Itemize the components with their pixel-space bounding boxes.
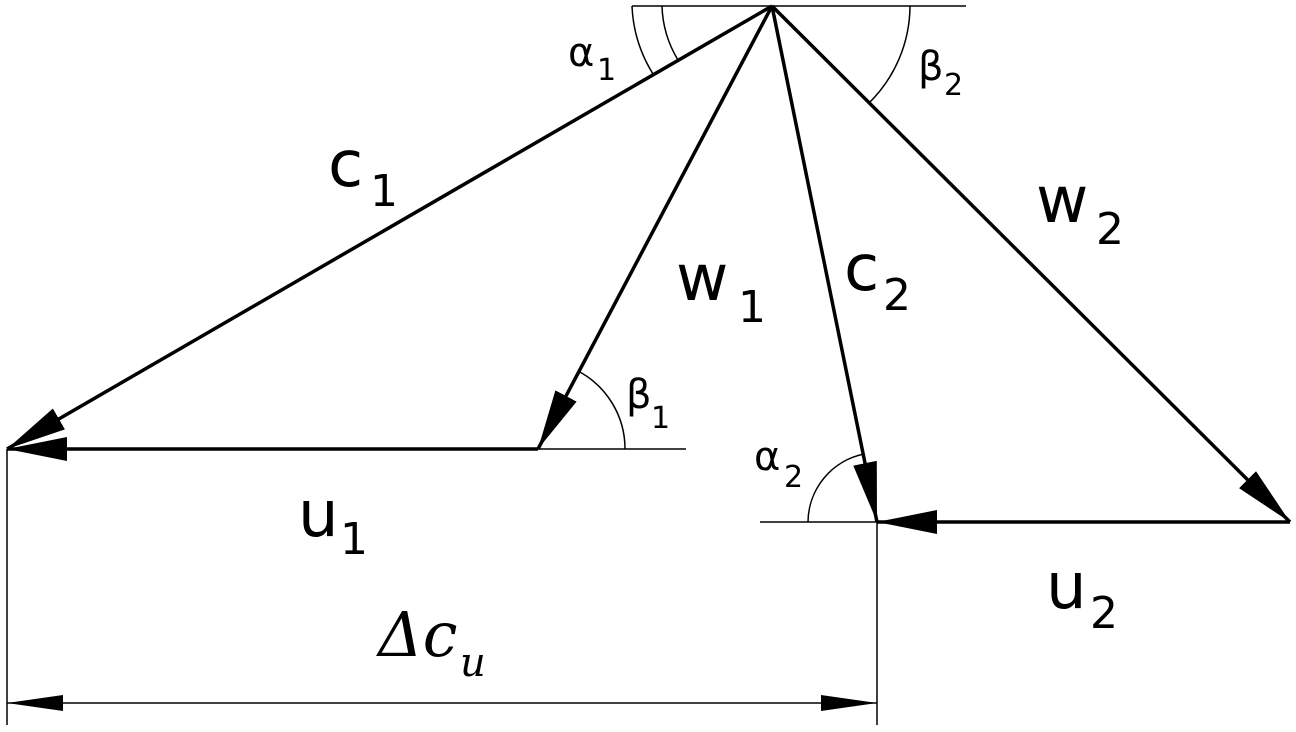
delta-cu-label: Δc u: [376, 598, 486, 686]
c1-letter: c: [328, 128, 363, 202]
c2-index: 2: [883, 270, 911, 321]
c2-vector: [770, 5, 879, 523]
beta1-arc: [577, 370, 626, 450]
c1-label: c 1: [328, 128, 398, 217]
w1-label: w 1: [676, 242, 766, 333]
c1-vector: [6, 4, 773, 451]
alpha1-arc-outer: [631, 5, 654, 75]
w1-letter: w: [676, 242, 728, 316]
c2-letter: c: [844, 232, 879, 306]
beta2-arc: [867, 5, 911, 105]
w1-index: 1: [738, 282, 766, 333]
alpha2-index: 2: [784, 460, 803, 495]
u2-index: 2: [1090, 588, 1118, 639]
w2-vector: [770, 4, 1292, 524]
alpha1-letter: α: [568, 30, 594, 76]
u1-label: u 1: [298, 478, 368, 565]
u1-letter: u: [298, 478, 339, 552]
c2-label: c 2: [844, 232, 911, 321]
alpha2-label: α 2: [754, 434, 803, 495]
w2-label: w 2: [1036, 164, 1124, 255]
alpha2-arc: [807, 453, 865, 523]
u2-label: u 2: [1046, 550, 1118, 639]
w2-index: 2: [1096, 204, 1124, 255]
alpha1-arc-inner: [661, 5, 679, 61]
c1-index: 1: [370, 166, 398, 217]
beta1-label: β 1: [626, 372, 670, 436]
u1-index: 1: [340, 514, 368, 565]
beta2-index: 2: [944, 68, 963, 103]
w2-letter: w: [1036, 164, 1088, 238]
beta1-letter: β: [626, 372, 652, 418]
beta2-letter: β: [918, 44, 944, 90]
delta-cu-index: u: [460, 640, 486, 686]
alpha2-letter: α: [754, 434, 780, 480]
beta2-label: β 2: [918, 44, 963, 103]
w1-vector: [536, 5, 774, 450]
alpha1-label: α 1: [568, 30, 616, 88]
delta-cu-letter: Δc: [376, 598, 458, 671]
beta1-index: 1: [651, 401, 670, 436]
u2-letter: u: [1046, 550, 1087, 624]
alpha1-index: 1: [597, 53, 616, 88]
